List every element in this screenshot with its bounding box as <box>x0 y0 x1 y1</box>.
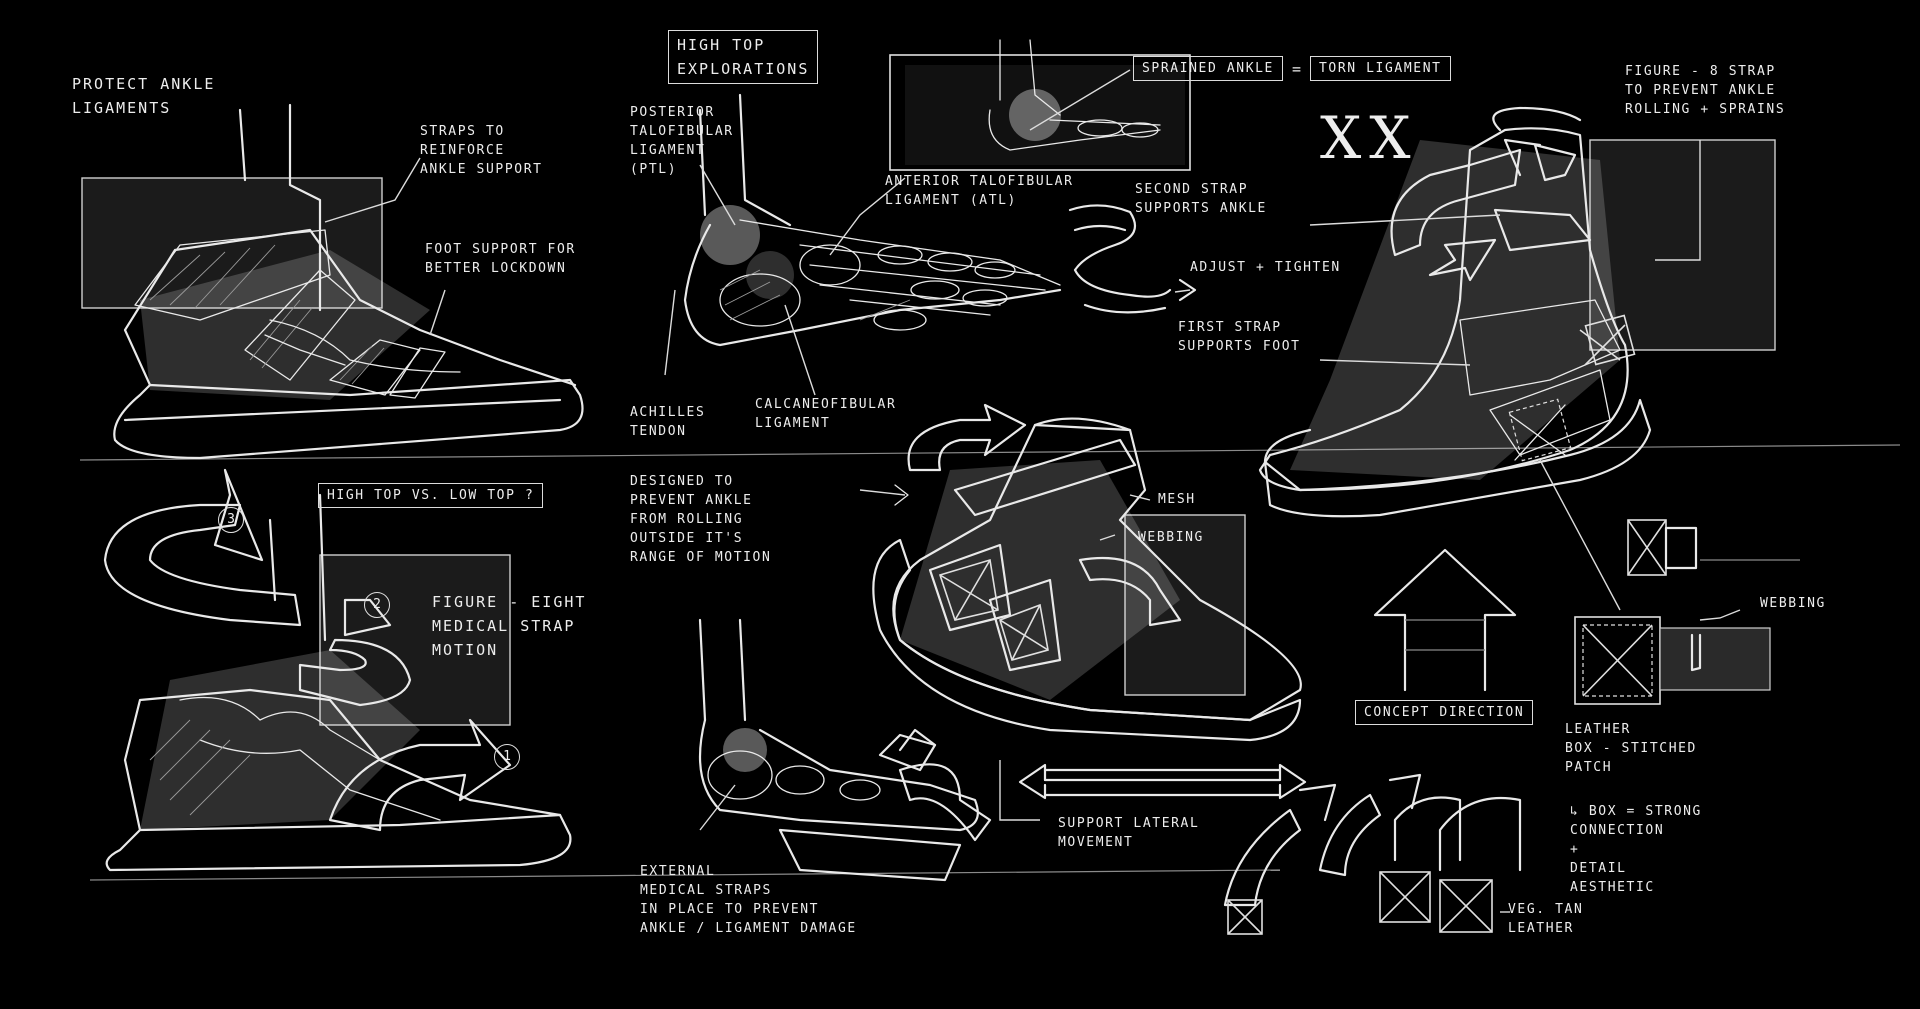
label-support-lateral: SUPPORT LATERAL MOVEMENT <box>1058 816 1200 850</box>
label-foot-support: FOOT SUPPORT FOR BETTER LOCKDOWN <box>425 242 576 276</box>
strap-material-sketches <box>1223 773 1522 935</box>
label-webbing-shoe: WEBBING <box>1138 530 1204 545</box>
label-figure8-strap: FIGURE - 8 STRAP TO PREVENT ANKLE ROLLIN… <box>1625 64 1786 117</box>
label-high-vs-low: HIGH TOP VS. LOW TOP ? <box>318 483 544 508</box>
main-concept-shoe <box>1258 106 1701 611</box>
label-calcaneofibular: CALCANEOFIBULAR LIGAMENT <box>755 397 897 431</box>
label-veg-tan: VEG. TAN LEATHER <box>1508 902 1584 936</box>
label-figure-eight-motion: FIGURE - EIGHT MEDICAL STRAP MOTION <box>432 593 587 659</box>
label-first-strap: FIRST STRAP SUPPORTS FOOT <box>1178 320 1301 354</box>
step-number-1: 1 <box>494 744 520 770</box>
spiral-strap-sketch <box>1068 204 1197 314</box>
label-mesh: MESH <box>1158 492 1196 507</box>
label-protect-ankle: PROTECT ANKLE LIGAMENTS <box>72 75 216 117</box>
step-number-2: 2 <box>364 592 390 618</box>
shoe-sketch-bottom-left <box>103 468 572 872</box>
label-ptl: POSTERIOR TALOFIBULAR LIGAMENT (PTL) <box>630 105 734 177</box>
label-box-strong: ↳ BOX = STRONG CONNECTION + DETAIL AESTH… <box>1570 804 1702 895</box>
ground-line-2 <box>89 869 1281 881</box>
label-torn-ligament: TORN LIGAMENT <box>1310 56 1451 81</box>
label-sprained-ankle: SPRAINED ANKLE <box>1133 56 1283 81</box>
ankle-anatomy-sketch <box>664 93 1062 396</box>
label-achilles: ACHILLES TENDON <box>630 405 706 439</box>
shoe-sketch-center <box>859 403 1302 742</box>
ankle-strap-sketch <box>698 618 992 882</box>
background-panel-4 <box>1589 139 1776 351</box>
label-atl: ANTERIOR TALOFIBULAR LIGAMENT (ATL) <box>885 174 1074 208</box>
label-designed-to-prevent: DESIGNED TO PREVENT ANKLE FROM ROLLING O… <box>630 474 772 565</box>
step-number-3: 3 <box>218 507 244 533</box>
label-webbing-detail: WEBBING <box>1760 596 1826 611</box>
label-high-top-explorations: HIGH TOP EXPLORATIONS <box>668 30 819 84</box>
label-second-strap: SECOND STRAP SUPPORTS ANKLE <box>1135 182 1267 216</box>
label-concept-direction: CONCEPT DIRECTION <box>1355 700 1534 725</box>
label-xx: XX <box>1320 104 1419 172</box>
concept-up-arrow <box>1373 548 1517 692</box>
label-external-straps: EXTERNAL MEDICAL STRAPS IN PLACE TO PREV… <box>640 864 857 936</box>
xray-inset-sketch <box>988 39 1161 151</box>
label-leather-patch: LEATHER BOX - STITCHED PATCH <box>1565 722 1697 775</box>
webbing-detail <box>1574 519 1800 705</box>
label-adjust-tighten: ADJUST + TIGHTEN <box>1190 260 1341 275</box>
shoe-sketch-top-left <box>113 103 584 460</box>
lateral-arrow <box>999 760 1307 821</box>
xray-fill <box>905 65 1185 165</box>
label-straps-reinforce: STRAPS TO REINFORCE ANKLE SUPPORT <box>420 124 543 177</box>
background-panel-1 <box>81 177 383 309</box>
xray-frame <box>889 54 1191 171</box>
label-equals: = <box>1292 60 1304 78</box>
